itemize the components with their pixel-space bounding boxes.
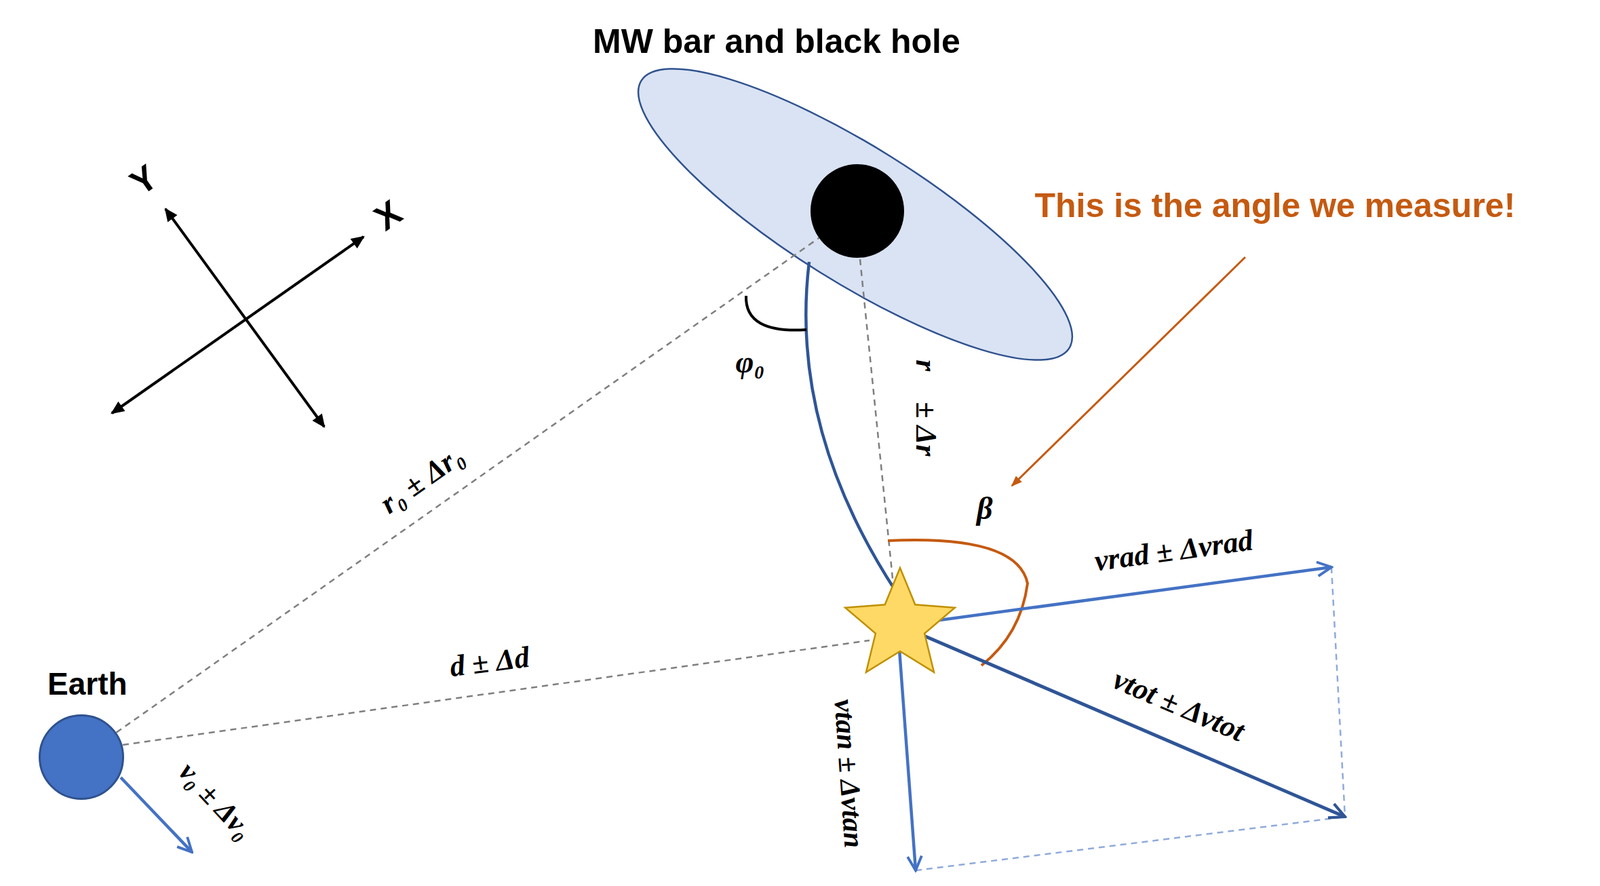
black-hole-node: MW bar and black hole [810, 164, 905, 258]
distance-line [122, 640, 870, 745]
x-axis [111, 236, 364, 414]
distance-label: d ± Δd [447, 639, 532, 684]
velocity-arrow [900, 625, 1345, 817]
star-symbol [845, 567, 955, 673]
velocity-label: vrad ± Δvrad [1091, 522, 1255, 579]
y-axis [165, 208, 325, 427]
velocity-label: vtan ± Δvtan [827, 697, 871, 850]
velocity-label: v₀ ± Δv₀ [172, 755, 260, 846]
velocity-arrow [898, 630, 916, 871]
edge-label: r₀ ± Δr₀ [373, 438, 471, 521]
axis-label: Y [122, 156, 165, 204]
earth-node: Earth [38, 714, 125, 800]
angle-label: β [976, 491, 993, 528]
trajectory-curve [805, 261, 896, 592]
velocity-label: vtot ± Δvtot [1107, 661, 1250, 749]
angle-arc [746, 295, 807, 331]
component-guide [915, 816, 1345, 871]
galactic-bar [605, 23, 1106, 406]
node-heading: MW bar and black hole [592, 22, 961, 62]
angle-label: φ₀ [735, 344, 766, 381]
leader-line [1011, 257, 1246, 486]
node-heading: Earth [47, 666, 128, 702]
vector-label: r⃗ ± Δr⃗ [908, 359, 943, 479]
axis-label: X [366, 191, 409, 239]
component-guide [1331, 567, 1345, 817]
dashed-connector [116, 238, 820, 733]
callout-note: This is the angle we measure! [1035, 186, 1516, 226]
velocity-arrow [120, 777, 192, 852]
